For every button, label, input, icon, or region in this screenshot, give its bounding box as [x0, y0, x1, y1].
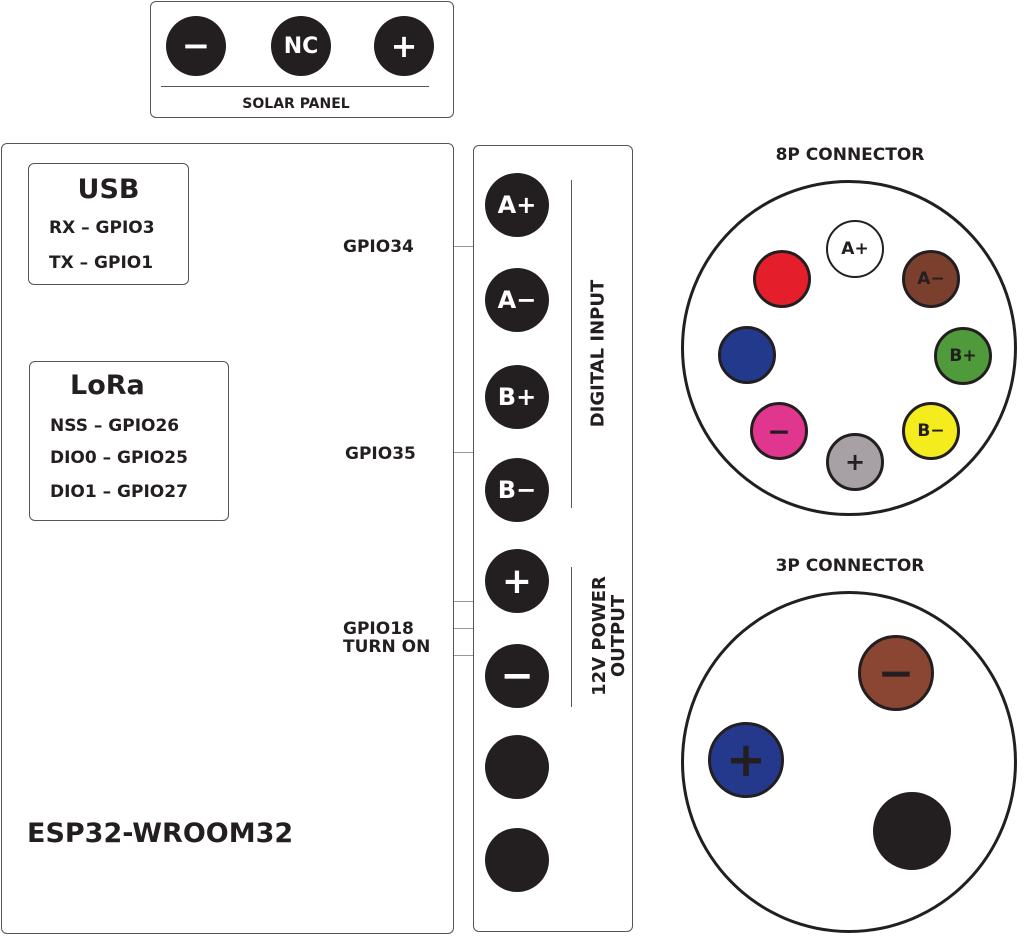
connector-8p-pin-red: [753, 250, 811, 308]
gpio35-label: GPIO35: [345, 444, 416, 464]
minus-icon: −: [500, 653, 534, 699]
solar-pin-negative: −: [166, 16, 226, 76]
connector-8p-pin-b-plus: B+: [934, 327, 992, 385]
connector-3p-pin-plus: +: [708, 722, 784, 798]
connector-8p-pin-minus: −: [750, 402, 808, 460]
terminal-pin-label: B+: [497, 383, 537, 411]
digital-input-label: DIGITAL INPUT: [587, 279, 609, 428]
terminal-pin-unused-2: [485, 828, 549, 892]
solar-pin-nc: NC: [271, 16, 331, 76]
connector-3p-housing: [681, 591, 1017, 933]
solar-pin-nc-label: NC: [283, 33, 319, 59]
digital-input-bracket: [571, 180, 572, 508]
power-output-label-line2: OUTPUT: [608, 594, 629, 678]
terminal-pin-label: A−: [497, 286, 537, 314]
solar-panel-label: SOLAR PANEL: [242, 96, 350, 112]
terminal-pin-label: B−: [497, 476, 537, 504]
gpio18-wire-1: [454, 601, 473, 602]
terminal-pin-power-plus: +: [485, 549, 549, 613]
usb-box: USB RX – GPIO3 TX – GPIO1: [28, 163, 189, 285]
esp32-title: ESP32-WROOM32: [27, 818, 294, 849]
turn-on-label: TURN ON: [343, 637, 431, 657]
gpio18-label: GPIO18: [343, 619, 414, 639]
minus-icon: −: [877, 647, 915, 699]
pin-label: A−: [917, 269, 945, 289]
terminal-pin-b-minus: B−: [485, 458, 549, 522]
terminal-pin-a-minus: A−: [485, 268, 549, 332]
plus-icon: +: [725, 732, 767, 788]
connector-8p-title: 8P CONNECTOR: [775, 145, 925, 165]
terminal-pin-power-minus: −: [485, 644, 549, 708]
terminal-pin-unused-1: [485, 735, 549, 799]
gpio18-wire-3: [454, 655, 473, 656]
connector-8p-pin-plus: +: [826, 433, 884, 491]
connector-8p-pin-a-minus: A−: [902, 250, 960, 308]
connector-8p-pin-a-plus: A+: [826, 220, 884, 278]
solar-pin-positive: +: [374, 16, 434, 76]
power-output-label-line1: 12V POWER: [589, 576, 610, 696]
connector-3p-title: 3P CONNECTOR: [775, 556, 925, 576]
lora-title: LoRa: [70, 370, 145, 401]
plus-icon: +: [390, 27, 418, 65]
gpio35-wire: [454, 452, 473, 453]
connector-8p-pin-blue: [718, 326, 776, 384]
minus-icon: −: [181, 26, 211, 66]
connector-3p-pin-minus: −: [858, 635, 934, 711]
terminal-pin-b-plus: B+: [485, 365, 549, 429]
terminal-block: [473, 145, 633, 932]
connector-8p-pin-b-minus: B−: [902, 402, 960, 460]
solar-panel-block: − NC + SOLAR PANEL: [150, 1, 454, 118]
gpio18-wire-2: [454, 628, 473, 629]
solar-divider: [161, 86, 429, 87]
power-output-bracket: [571, 567, 572, 707]
gpio34-wire: [454, 246, 473, 247]
terminal-pin-label: A+: [497, 191, 537, 219]
plus-icon: +: [501, 560, 533, 602]
minus-icon: −: [767, 414, 791, 448]
usb-rx-line: RX – GPIO3: [49, 218, 155, 238]
pin-label: B+: [949, 346, 977, 366]
pin-label: B−: [917, 421, 945, 441]
lora-nss-line: NSS – GPIO26: [50, 416, 180, 436]
lora-dio0-line: DIO0 – GPIO25: [50, 448, 188, 468]
lora-box: LoRa NSS – GPIO26 DIO0 – GPIO25 DIO1 – G…: [29, 361, 229, 521]
connector-3p-pin-ground: [873, 792, 951, 870]
usb-title: USB: [77, 174, 140, 205]
usb-tx-line: TX – GPIO1: [49, 253, 154, 273]
terminal-pin-a-plus: A+: [485, 173, 549, 237]
gpio34-label: GPIO34: [343, 237, 414, 257]
lora-dio1-line: DIO1 – GPIO27: [50, 482, 188, 502]
pin-label: A+: [841, 239, 869, 259]
connector-8p-housing: [681, 180, 1017, 516]
plus-icon: +: [844, 448, 866, 476]
